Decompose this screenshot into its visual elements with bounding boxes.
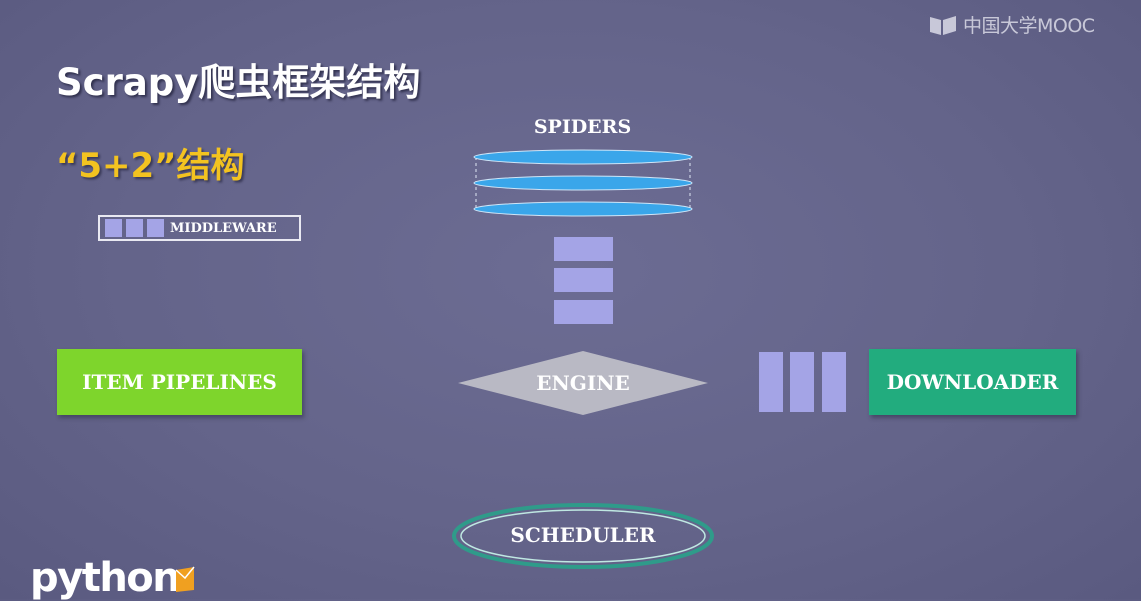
spider-middleware-bar (554, 300, 613, 324)
mooc-logo-text: 中国大学MOOC (963, 15, 1095, 37)
spider-disc (473, 201, 693, 217)
spiders-label: SPIDERS (533, 116, 632, 138)
middleware-legend: MIDDLEWARE (98, 215, 301, 241)
downloader-label: DOWNLOADER (886, 370, 1059, 394)
spider-middleware-bar (554, 268, 613, 292)
engine-diamond (458, 351, 708, 415)
envelope-icon (175, 566, 195, 592)
slide-title: Scrapy爬虫框架结构 (56, 61, 421, 104)
engine-label: ENGINE (536, 371, 630, 395)
spiders-stack (473, 149, 693, 217)
item-pipelines-box: ITEM PIPELINES (57, 349, 302, 415)
legend-swatch (126, 219, 143, 237)
spider-disc (473, 175, 693, 191)
slide-subtitle: “5+2”结构 (56, 146, 245, 186)
downloader-box: DOWNLOADER (869, 349, 1076, 415)
legend-swatch (147, 219, 164, 237)
book-icon (930, 15, 956, 35)
item-pipelines-label: ITEM PIPELINES (82, 370, 277, 394)
legend-label: MIDDLEWARE (170, 220, 277, 236)
legend-swatch (105, 219, 122, 237)
downloader-middleware-bar (822, 352, 846, 412)
downloader-middleware-bar (759, 352, 783, 412)
spider-middleware-bar (554, 237, 613, 261)
python-logo: python (30, 558, 195, 598)
python-logo-text: python (30, 555, 181, 601)
scheduler-label: SCHEDULER (510, 523, 656, 547)
mooc-logo: 中国大学MOOC (928, 11, 1095, 38)
downloader-middleware-bar (790, 352, 814, 412)
scheduler-ring (452, 503, 714, 569)
spider-disc (473, 149, 693, 165)
